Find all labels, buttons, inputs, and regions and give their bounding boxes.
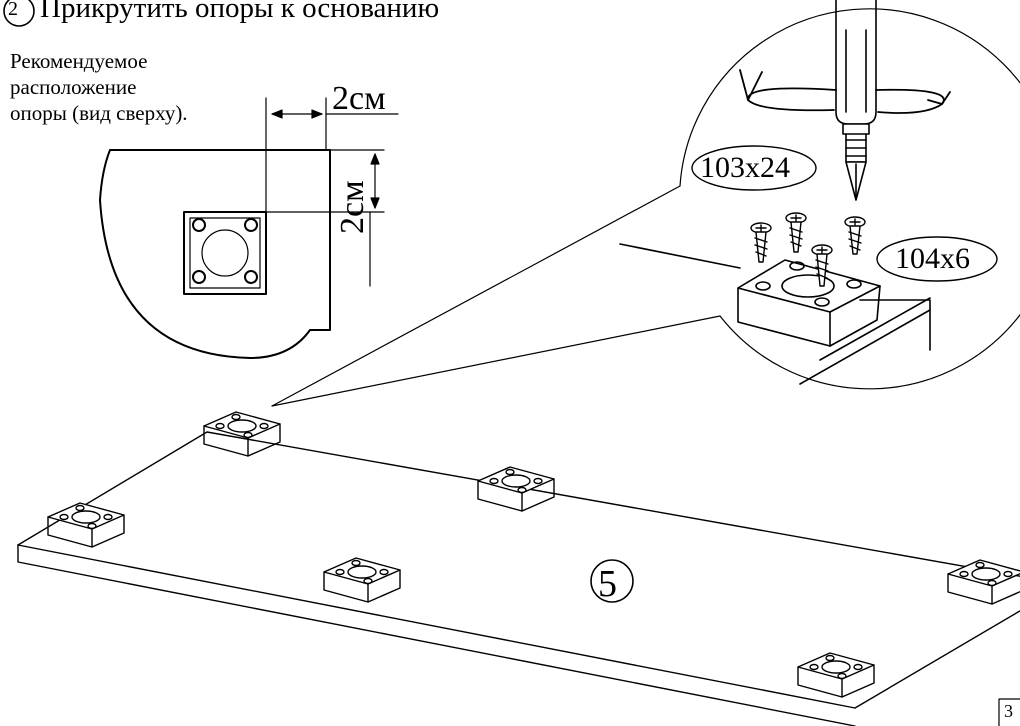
top-view-detail (99, 149, 331, 359)
support-block (797, 652, 875, 698)
dimension-horizontal: 2см (332, 80, 386, 117)
screw-icon (811, 244, 833, 287)
step-title: Прикрутить опоры к основанию (40, 0, 440, 24)
step-number: 2 (8, 0, 18, 20)
panel-part-number: 5 (598, 563, 617, 605)
support-block (47, 502, 125, 548)
part-label-ellipse (876, 236, 998, 282)
step-number-circle (3, 0, 35, 27)
support-block (947, 559, 1020, 605)
screw-short-code: 104x6 (895, 242, 970, 275)
dimension-vertical: 2см (334, 180, 371, 234)
page-number-box (998, 698, 1020, 726)
part-label-ellipse (691, 145, 817, 191)
support-block (477, 466, 555, 512)
recommended-position-note: Рекомендуемое расположение опоры (вид св… (10, 49, 188, 125)
screw-icon (844, 216, 866, 255)
screw-long-code: 103x24 (700, 151, 790, 184)
part-number-circle (590, 559, 634, 603)
screw-icon (750, 222, 772, 263)
screwdriver-icon (835, 0, 877, 201)
screw-icon (785, 212, 807, 253)
support-block (323, 557, 401, 603)
magnifier-callout (271, 8, 1020, 407)
page-number: 3 (1004, 701, 1013, 721)
dimension-lines (265, 97, 399, 287)
rotation-arrow-icon (739, 69, 951, 114)
zoomed-block (619, 243, 931, 385)
